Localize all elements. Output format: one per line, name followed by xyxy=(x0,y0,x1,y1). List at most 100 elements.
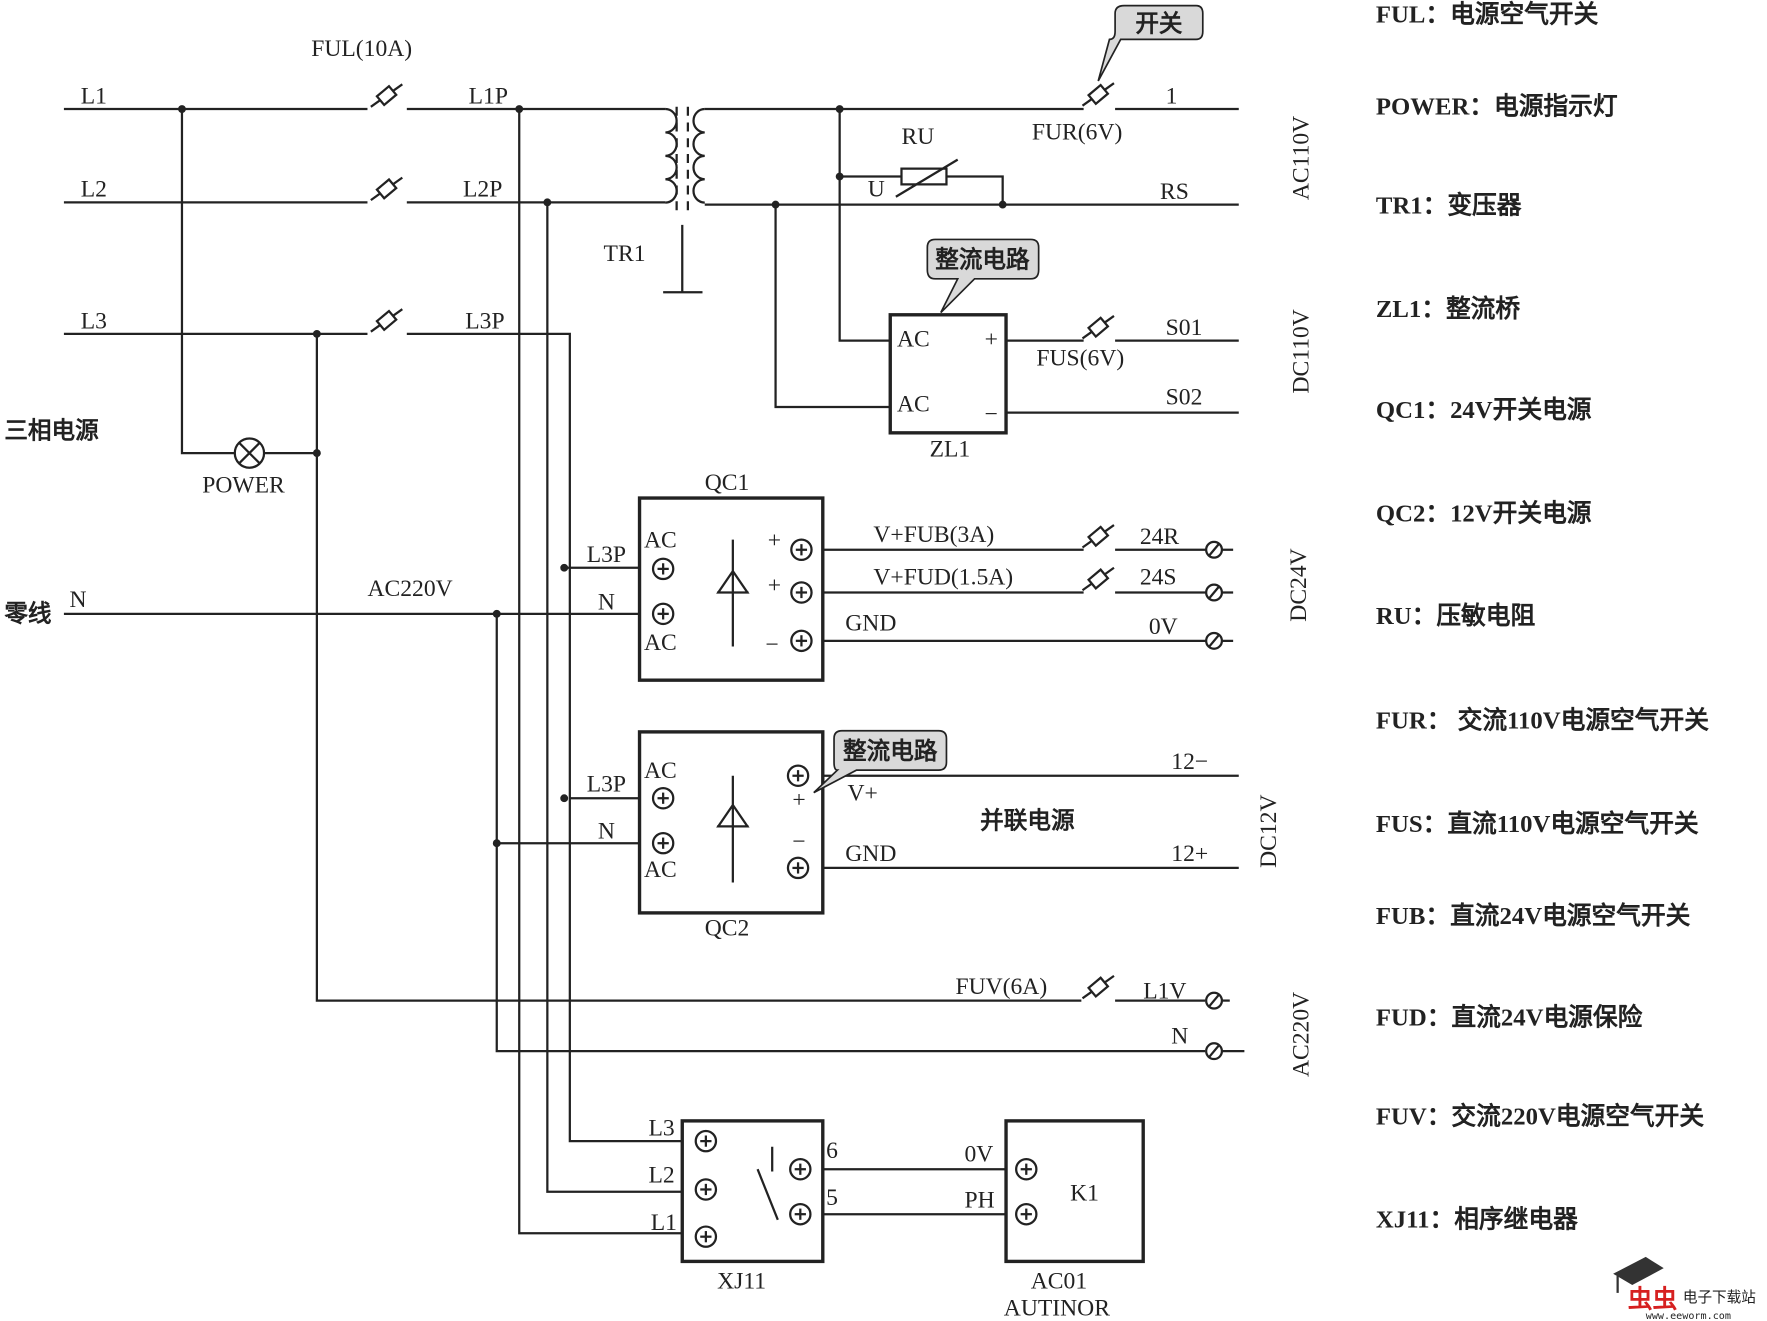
legend-item: FUD：直流24V电源保险 xyxy=(1376,1002,1643,1031)
label-0v: 0V xyxy=(1149,614,1178,640)
label-parallel-supply: 并联电源 xyxy=(980,807,1075,835)
label-xj11-6: 6 xyxy=(826,1138,838,1164)
callout-switch-text: 开关 xyxy=(1135,9,1183,37)
label-zl1-ac1: AC xyxy=(897,326,930,352)
label-qc1-gnd: GND xyxy=(845,611,896,637)
label-xj11-l3: L3 xyxy=(649,1115,675,1141)
label-u: U xyxy=(868,177,885,203)
label-out-1: 1 xyxy=(1166,83,1178,109)
label-qc1: QC1 xyxy=(705,470,750,496)
label-ful: FUL(10A) xyxy=(311,36,412,62)
label-qc2-ac2: AC xyxy=(644,857,677,883)
legend: FUL：电源空气开关 POWER：电源指示灯 TR1：变压器 ZL1：整流桥 Q… xyxy=(1376,0,1709,1234)
power-supply-qc1 xyxy=(637,496,1234,682)
label-zl1-ac2: AC xyxy=(897,391,930,417)
label-qc2: QC2 xyxy=(705,915,750,941)
label-qc1-ac2: AC xyxy=(644,630,677,656)
callout-rectifier-1-text: 整流电路 xyxy=(935,246,1030,274)
power-lamp-icon xyxy=(233,437,266,469)
legend-item: ZL1：整流桥 xyxy=(1376,295,1520,323)
label-dc12v: DC12V xyxy=(1256,795,1282,868)
legend-item: FUS：直流110V电源空气开关 xyxy=(1376,809,1699,838)
legend-item: QC1：24V开关电源 xyxy=(1376,396,1592,424)
label-k1: K1 xyxy=(1070,1181,1099,1207)
callout-rectifier-2: 整流电路 xyxy=(813,729,948,794)
label-n-out: N xyxy=(1171,1023,1188,1049)
label-ac220v-out: AC220V xyxy=(1288,992,1314,1077)
label-k1-0v: 0V xyxy=(964,1141,993,1167)
logo-mark: 虫虫 xyxy=(1628,1285,1678,1314)
voltage-labels: AC110V DC110V DC24V DC12V AC220V xyxy=(1256,116,1315,1077)
input-wiring xyxy=(63,83,1245,1235)
label-zl1-minus: − xyxy=(985,402,998,428)
watermark-url: www.eeworm.com xyxy=(1646,1311,1731,1321)
label-qc2-plus: + xyxy=(792,787,805,813)
label-qc1-n: N xyxy=(598,589,615,615)
graduation-cap-icon xyxy=(1613,1256,1664,1286)
label-xj11: XJ11 xyxy=(717,1268,766,1294)
callout-rectifier-2-text: 整流电路 xyxy=(843,737,938,765)
label-ru: RU xyxy=(901,124,934,150)
label-tr1: TR1 xyxy=(604,241,646,267)
watermark-logo: 虫虫 电子下载站 www.eeworm.com xyxy=(1613,1256,1756,1321)
legend-item: FUB：直流24V电源空气开关 xyxy=(1376,901,1691,930)
power-supply-qc2 xyxy=(637,730,1239,915)
legend-item: POWER：电源指示灯 xyxy=(1376,93,1618,121)
label-qc1-plus1: + xyxy=(768,528,781,554)
label-qc2-minus: − xyxy=(792,829,805,855)
label-fuv: FUV(6A) xyxy=(955,974,1047,1000)
controller-k1 xyxy=(1004,1119,1145,1264)
label-l1p: L1P xyxy=(469,83,508,109)
rectifier-zl1 xyxy=(888,313,1008,435)
label-l1: L1 xyxy=(81,83,107,109)
label-12-minus: 12− xyxy=(1171,749,1208,775)
legend-item: QC2：12V开关电源 xyxy=(1376,500,1592,528)
label-fur: FUR(6V) xyxy=(1032,119,1122,145)
label-fud: V+FUD(1.5A) xyxy=(873,565,1013,591)
label-s02: S02 xyxy=(1166,385,1203,411)
legend-item: FUV：交流220V电源空气开关 xyxy=(1376,1101,1704,1130)
legend-item: TR1：变压器 xyxy=(1376,191,1522,220)
label-xj11-5: 5 xyxy=(826,1185,838,1211)
callout-rectifier-1: 整流电路 xyxy=(926,238,1040,314)
label-qc2-gnd: GND xyxy=(845,841,896,867)
label-l2p: L2P xyxy=(463,177,502,203)
label-qc2-ac1: AC xyxy=(644,758,677,784)
label-qc2-n: N xyxy=(598,819,615,845)
label-fus: FUS(6V) xyxy=(1036,345,1124,371)
label-qc2-l3p: L3P xyxy=(587,771,626,797)
label-n: N xyxy=(70,587,87,613)
label-24r: 24R xyxy=(1140,524,1180,550)
label-l1v: L1V xyxy=(1143,978,1186,1004)
label-xj11-l1: L1 xyxy=(651,1210,677,1236)
label-24s: 24S xyxy=(1140,565,1177,591)
label-dc24v: DC24V xyxy=(1286,548,1312,621)
label-ac220v: AC220V xyxy=(367,576,452,602)
label-qc1-minus: − xyxy=(765,632,778,658)
label-neutral: 零线 xyxy=(3,600,52,628)
label-zl1: ZL1 xyxy=(930,436,971,462)
legend-item: FUR： 交流110V电源空气开关 xyxy=(1376,706,1709,735)
watermark-name: 电子下载站 xyxy=(1683,1289,1756,1306)
label-autinor: AUTINOR xyxy=(1004,1295,1110,1321)
label-power: POWER xyxy=(202,472,285,498)
label-ac110v: AC110V xyxy=(1288,116,1314,200)
label-l2: L2 xyxy=(81,177,107,203)
label-k1-ph: PH xyxy=(964,1187,994,1213)
label-qc1-plus2: + xyxy=(768,572,781,598)
label-s01: S01 xyxy=(1166,315,1203,341)
label-fub: V+FUB(3A) xyxy=(873,522,994,548)
transformer-tr1 xyxy=(663,106,705,294)
label-qc1-l3p: L3P xyxy=(587,542,626,568)
label-zl1-plus: + xyxy=(985,326,998,352)
legend-item: XJ11：相序继电器 xyxy=(1376,1205,1578,1234)
label-dc110v: DC110V xyxy=(1288,309,1314,393)
label-ac01: AC01 xyxy=(1031,1268,1087,1294)
label-three-phase: 三相电源 xyxy=(4,416,99,444)
phase-relay-xj11 xyxy=(680,1119,1007,1264)
label-qc1-ac1: AC xyxy=(644,528,677,554)
labels: L1 L2 L3 三相电源 零线 N POWER AC220V FUL(10A)… xyxy=(3,36,1208,1321)
legend-item: RU：压敏电阻 xyxy=(1376,601,1536,630)
